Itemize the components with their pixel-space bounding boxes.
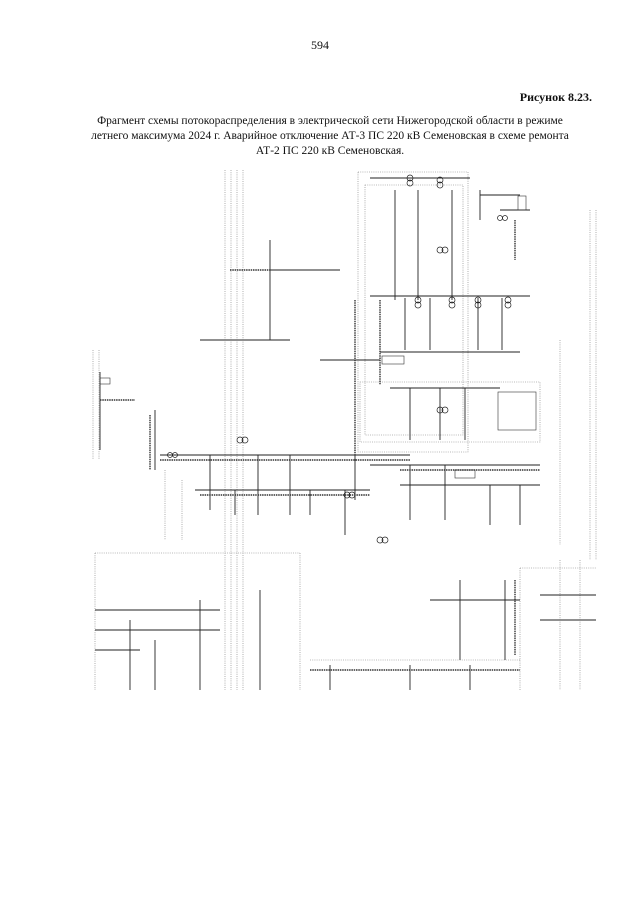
figure-caption: Фрагмент схемы потокораспределения в эле…	[60, 114, 600, 159]
small-boxes	[99, 195, 537, 479]
bus-lines	[95, 177, 596, 690]
caption-line: Фрагмент схемы потокораспределения в эле…	[97, 115, 563, 127]
caption-line: АТ-2 ПС 220 кВ Семеновская.	[255, 145, 405, 157]
transformer-symbols	[167, 174, 512, 544]
caption-line: летнего максимума 2024 г. Аварийное откл…	[91, 130, 569, 142]
hatched-lines	[100, 220, 540, 671]
figure-label: Рисунок 8.23.	[519, 90, 592, 104]
dotted-outer-lines	[92, 170, 597, 690]
page-number: 594	[311, 38, 329, 52]
